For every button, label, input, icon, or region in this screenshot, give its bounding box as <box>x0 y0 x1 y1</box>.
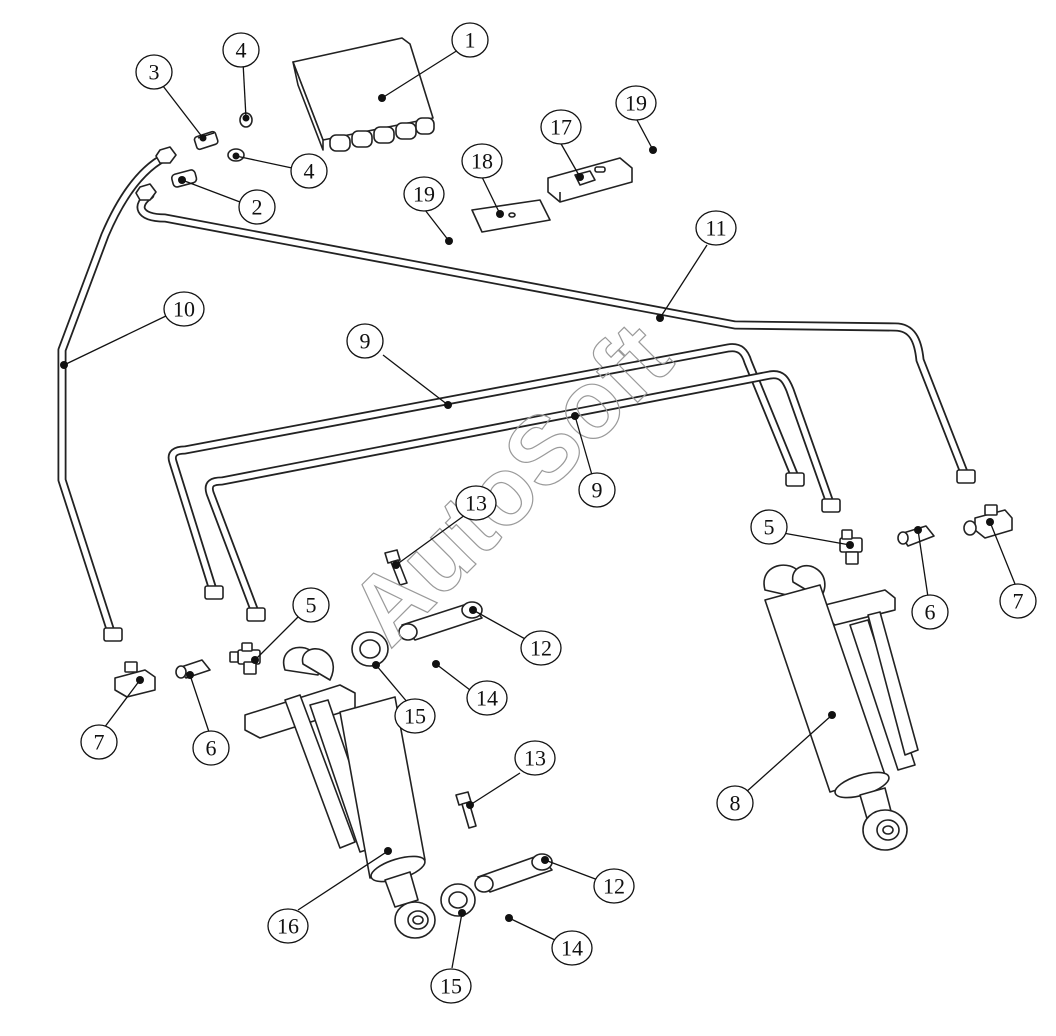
callout-11: 11 <box>695 210 737 246</box>
part-6-union-right <box>897 525 935 547</box>
callout-14-upper: 14 <box>466 680 508 716</box>
svg-text:5: 5 <box>764 515 775 540</box>
part-8-cylinder-right <box>763 564 919 851</box>
svg-text:7: 7 <box>1013 589 1024 614</box>
part-18-plate <box>471 199 551 233</box>
svg-text:15: 15 <box>440 974 462 999</box>
callout-14-lower: 14 <box>551 930 593 966</box>
pipe-9-lower <box>204 370 841 622</box>
part-15-washer-upper <box>351 631 389 667</box>
svg-text:12: 12 <box>530 636 552 661</box>
callout-12-lower: 12 <box>593 868 635 904</box>
callout-4-lower: 4 <box>290 153 328 189</box>
part-15-washer-lower <box>440 883 476 917</box>
svg-text:19: 19 <box>625 91 647 116</box>
svg-text:13: 13 <box>465 491 487 516</box>
callout-9-upper: 9 <box>346 323 384 359</box>
callout-15-upper: 15 <box>394 698 436 734</box>
callout-19-right: 19 <box>615 85 657 121</box>
svg-text:6: 6 <box>925 600 936 625</box>
svg-text:10: 10 <box>173 297 195 322</box>
svg-text:15: 15 <box>404 704 426 729</box>
callout-5-left: 5 <box>292 587 330 623</box>
svg-text:2: 2 <box>252 195 263 220</box>
svg-text:6: 6 <box>206 736 217 761</box>
svg-text:13: 13 <box>524 746 546 771</box>
watermark-text: AutoSoft <box>329 303 691 665</box>
callout-18: 18 <box>461 143 503 179</box>
callout-19-left: 19 <box>403 176 445 212</box>
callout-7-left: 7 <box>80 724 118 760</box>
callout-17: 17 <box>540 109 582 145</box>
callout-2: 2 <box>238 189 276 225</box>
callout-3: 3 <box>135 54 173 90</box>
callout-12-upper: 12 <box>520 630 562 666</box>
pipe-10 <box>57 152 170 642</box>
callout-9-lower: 9 <box>578 472 616 508</box>
part-12-pin-upper <box>398 601 483 641</box>
part-6-union-left <box>175 659 211 679</box>
callout-10: 10 <box>163 291 205 327</box>
pipe-end-nuts <box>135 146 177 201</box>
callout-13-upper: 13 <box>455 485 497 521</box>
svg-text:9: 9 <box>592 478 603 503</box>
svg-text:14: 14 <box>476 686 498 711</box>
svg-text:18: 18 <box>471 149 493 174</box>
svg-text:14: 14 <box>561 936 583 961</box>
svg-text:12: 12 <box>603 874 625 899</box>
leader-lines <box>63 49 1016 969</box>
callout-1: 1 <box>451 22 489 58</box>
svg-text:7: 7 <box>94 730 105 755</box>
svg-text:4: 4 <box>236 38 247 63</box>
part-12-pin-lower <box>474 853 553 893</box>
pipe-9-upper <box>167 343 805 600</box>
svg-text:17: 17 <box>550 115 572 140</box>
part-3-fitting <box>193 130 219 151</box>
callout-15-lower: 15 <box>430 968 472 1004</box>
pipe-11 <box>136 190 976 484</box>
part-7-tee-left <box>114 661 156 698</box>
svg-text:4: 4 <box>304 159 315 184</box>
callout-6-left: 6 <box>192 730 230 766</box>
callout-13-lower: 13 <box>514 740 556 776</box>
callout-8: 8 <box>716 785 754 821</box>
svg-text:5: 5 <box>306 593 317 618</box>
part-13-bolt-lower <box>455 791 477 829</box>
callout-7-right: 7 <box>999 583 1037 619</box>
svg-text:9: 9 <box>360 329 371 354</box>
svg-text:1: 1 <box>465 28 476 53</box>
callout-16: 16 <box>267 908 309 944</box>
svg-text:16: 16 <box>277 914 299 939</box>
callout-5-right: 5 <box>750 509 788 545</box>
part-16-cylinder-left <box>244 646 436 939</box>
part-1-valve-block <box>292 37 435 152</box>
leader-dots <box>60 94 994 922</box>
svg-text:19: 19 <box>413 182 435 207</box>
callout-6-right: 6 <box>911 594 949 630</box>
part-17-bracket <box>547 157 633 203</box>
part-7-tee-right <box>963 504 1013 539</box>
svg-text:8: 8 <box>730 791 741 816</box>
callout-4-upper: 4 <box>222 32 260 68</box>
svg-text:11: 11 <box>705 216 726 241</box>
svg-text:3: 3 <box>149 60 160 85</box>
